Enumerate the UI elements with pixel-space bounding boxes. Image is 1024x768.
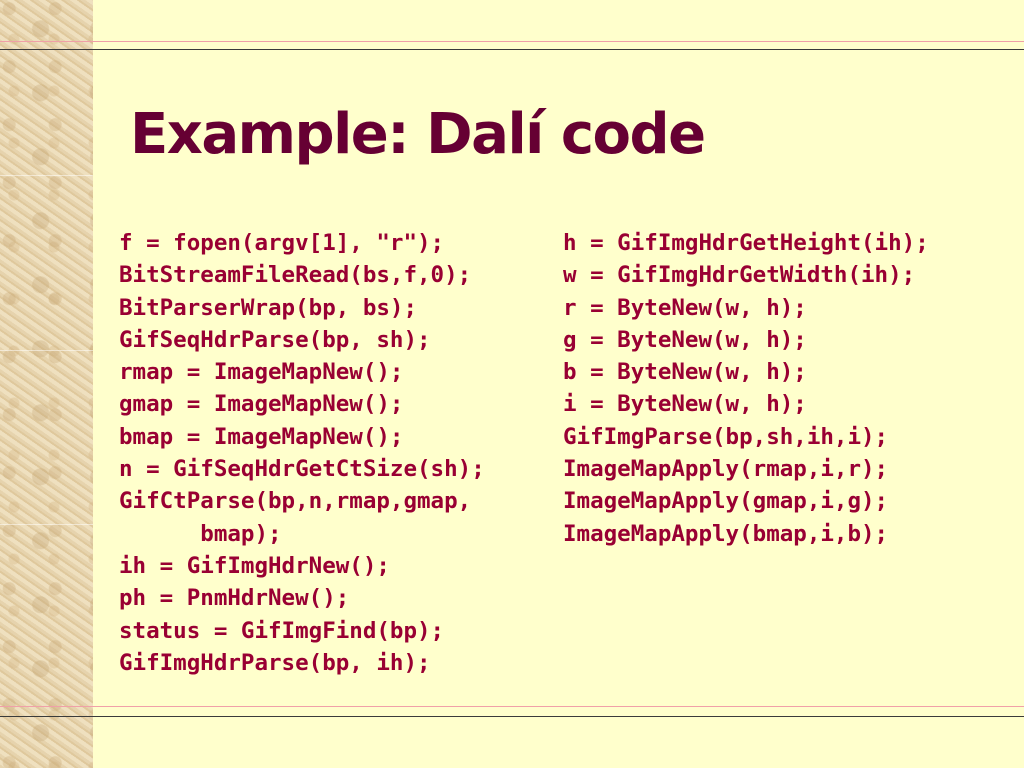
texture-seam [0,175,93,176]
code-listing-right: h = GifImgHdrGetHeight(ih); w = GifImgHd… [563,227,929,550]
code-line: ih = GifImgHdrNew(); [119,552,390,579]
code-listing-left: f = fopen(argv[1], "r"); BitStreamFileRe… [119,227,485,679]
code-line: ph = PnmHdrNew(); [119,585,350,612]
code-line: i = ByteNew(w, h); [563,391,807,418]
code-line: BitParserWrap(bp, bs); [119,294,418,321]
code-line: f = fopen(argv[1], "r"); [119,230,445,256]
code-line: GifImgParse(bp,sh,ih,i); [563,423,889,450]
code-line: BitStreamFileRead(bs,f,0); [119,262,472,289]
code-line: bmap = ImageMapNew(); [119,423,404,450]
code-line: r = ByteNew(w, h); [563,294,807,321]
code-line: GifImgHdrParse(bp, ih); [119,649,431,676]
slide-title: Example: Dalí code [130,102,706,167]
code-line: h = GifImgHdrGetHeight(ih); [563,230,929,256]
code-line: GifCtParse(bp,n,rmap,gmap, [119,488,472,515]
bottom-accent-rule [0,706,1024,707]
code-line: ImageMapApply(gmap,i,g); [563,488,889,515]
top-accent-rule [0,41,1024,42]
code-line: rmap = ImageMapNew(); [119,359,404,386]
code-line: w = GifImgHdrGetWidth(ih); [563,262,916,289]
code-line-continuation: bmap); [119,520,282,547]
code-line: gmap = ImageMapNew(); [119,391,404,418]
texture-seam [0,350,93,351]
texture-seam [0,524,93,525]
code-line: ImageMapApply(bmap,i,b); [563,520,889,547]
parchment-texture-strip [0,0,93,768]
code-line: g = ByteNew(w, h); [563,326,807,353]
code-line: n = GifSeqHdrGetCtSize(sh); [119,456,485,483]
code-line: GifSeqHdrParse(bp, sh); [119,326,431,353]
code-line: b = ByteNew(w, h); [563,359,807,386]
top-dark-rule [0,49,1024,50]
bottom-dark-rule [0,716,1024,717]
code-line: ImageMapApply(rmap,i,r); [563,456,889,483]
code-line: status = GifImgFind(bp); [119,617,445,644]
